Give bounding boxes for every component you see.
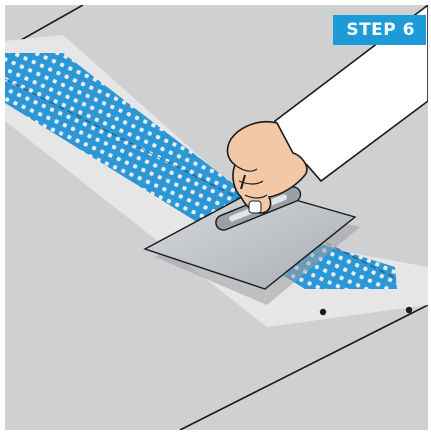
screw-icon	[406, 307, 412, 313]
illustration-frame: STEP 6	[5, 5, 428, 430]
screw-icon	[320, 309, 326, 315]
step-badge: STEP 6	[333, 15, 426, 45]
plasterboard-scene	[5, 5, 428, 430]
board-seam-bottom	[180, 305, 428, 430]
